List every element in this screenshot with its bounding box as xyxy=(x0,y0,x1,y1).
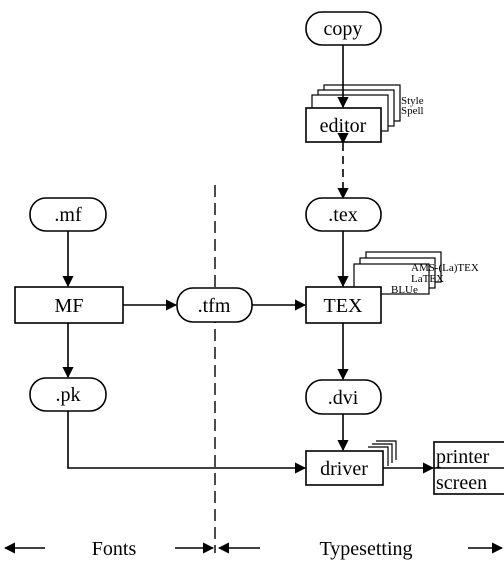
driver-node: driver xyxy=(305,450,384,486)
copy-node: copy xyxy=(305,11,382,46)
tex-format-latex: LaTEX xyxy=(411,273,444,285)
typesetting-section-label: Typesetting xyxy=(319,538,412,560)
fonts-section-label: Fonts xyxy=(92,538,137,560)
mf-file-label: .mf xyxy=(54,204,82,226)
tex-format-blue: BLUe xyxy=(391,284,418,296)
mf-node: MF xyxy=(14,286,124,324)
edge-pk-driver xyxy=(67,411,307,474)
tfm-node: .tfm xyxy=(176,287,253,323)
output-device-node: printer screen xyxy=(433,441,504,495)
driver-decoration xyxy=(368,440,397,466)
tex-label: TEX xyxy=(324,295,363,317)
printer-label: printer xyxy=(436,446,490,468)
tex-node: TEX xyxy=(305,286,382,324)
editor-label: editor xyxy=(320,115,367,137)
driver-label: driver xyxy=(320,458,368,480)
editor-node: editor xyxy=(305,107,382,143)
mf-label: MF xyxy=(55,295,84,317)
dvi-label: .dvi xyxy=(328,387,359,409)
editor-tool-spell: Spell xyxy=(401,105,424,117)
copy-label: copy xyxy=(324,18,363,40)
tex-file-label: .tex xyxy=(328,204,357,226)
screen-label: screen xyxy=(436,472,487,494)
tex-format-amstex: AMS-(La)TEX xyxy=(411,262,479,274)
mf-file-node: .mf xyxy=(29,197,107,232)
tfm-label: .tfm xyxy=(198,295,231,317)
pk-node: .pk xyxy=(29,377,107,412)
dvi-node: .dvi xyxy=(305,379,382,415)
tex-file-node: .tex xyxy=(305,197,382,232)
pk-label: .pk xyxy=(56,384,81,406)
editor-tool-style: Style xyxy=(401,95,424,107)
